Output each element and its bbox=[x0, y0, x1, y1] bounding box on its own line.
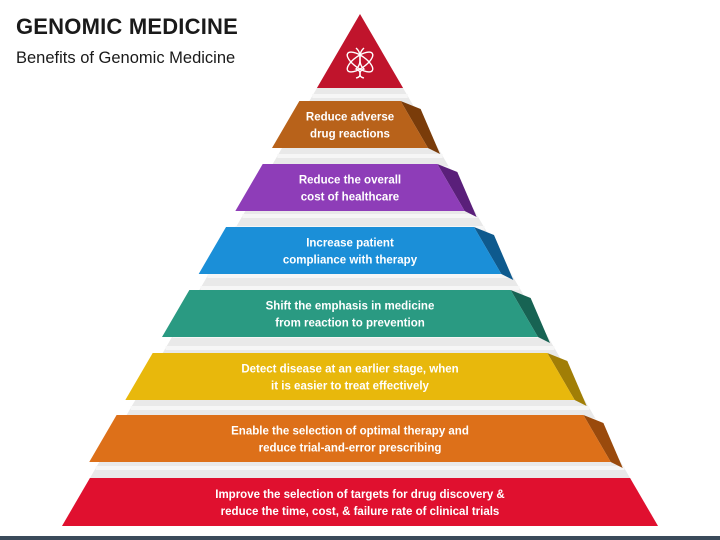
dna-atom-icon bbox=[346, 47, 374, 79]
atom-orbit bbox=[346, 51, 374, 73]
tier-band bbox=[125, 353, 575, 400]
dna-strand bbox=[354, 47, 365, 79]
tier-shadow bbox=[510, 290, 550, 343]
tier-band bbox=[272, 101, 428, 148]
tier-label-line: Shift the emphasis in medicine bbox=[266, 301, 435, 313]
tier-label-line: reduce trial-and-error prescribing bbox=[259, 443, 442, 455]
pyramid-apex bbox=[316, 14, 404, 88]
tier-shadow bbox=[437, 164, 477, 217]
tier-label-line: Detect disease at an earlier stage, when bbox=[241, 364, 458, 376]
tier-label-line: Reduce the overall bbox=[299, 175, 401, 187]
tier-band bbox=[198, 227, 502, 274]
tier-shadow bbox=[400, 101, 440, 154]
tier-label-line: Reduce adverse bbox=[306, 112, 394, 124]
atom-orbit bbox=[346, 51, 374, 73]
tier-label-line: Increase patient bbox=[306, 238, 394, 250]
page-title: GENOMIC MEDICINE bbox=[16, 14, 238, 39]
tier-shadow bbox=[473, 227, 514, 280]
tier-band bbox=[162, 290, 538, 337]
tier-label-line: cost of healthcare bbox=[301, 192, 399, 204]
dna-strand bbox=[355, 47, 366, 79]
tier-band bbox=[89, 415, 611, 462]
tier-band bbox=[62, 478, 658, 526]
tier-shadow bbox=[547, 353, 587, 406]
tier-label-line: Improve the selection of targets for dru… bbox=[215, 489, 504, 501]
page-subtitle: Benefits of Genomic Medicine bbox=[16, 49, 236, 67]
tier-shadow bbox=[583, 415, 623, 468]
tier-label-line: Enable the selection of optimal therapy … bbox=[231, 426, 469, 438]
tier-band bbox=[235, 164, 465, 211]
tier-label-line: it is easier to treat effectively bbox=[271, 381, 429, 393]
tier-label-line: from reaction to prevention bbox=[275, 318, 425, 330]
tier-label-line: drug reactions bbox=[310, 129, 390, 141]
bottom-accent-bar bbox=[0, 536, 720, 540]
tier-label-line: compliance with therapy bbox=[283, 255, 418, 267]
tier-label-line: reduce the time, cost, & failure rate of… bbox=[221, 506, 500, 518]
